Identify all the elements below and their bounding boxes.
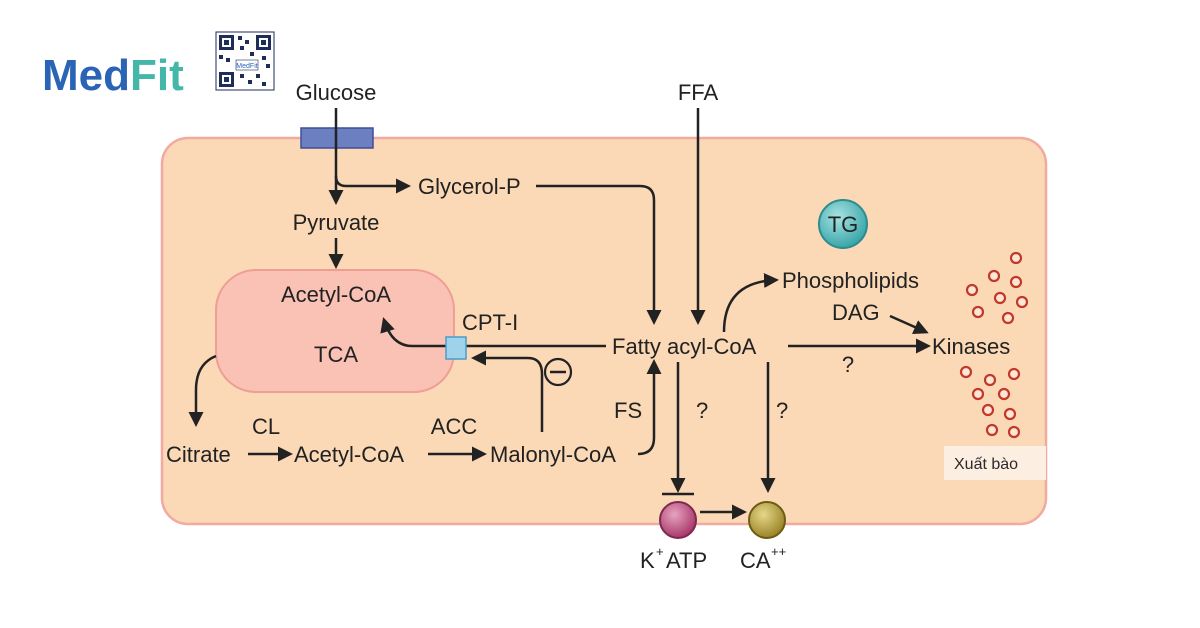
label-katp: K + ATP [640,544,707,573]
arrow-mito-citrate [188,354,217,427]
label-glucose: Glucose [296,80,377,105]
label-fs: FS [614,398,642,423]
calcium-channel [748,501,786,539]
label-katp-k: K [640,548,655,573]
arrow-dag-kinases [889,314,929,334]
arrow-glucose-glycerolp [334,175,411,194]
logo-text-main: Med [42,51,130,100]
cpt-i-transporter [445,336,467,360]
label-dag: DAG [832,300,880,325]
label-malonyl-coa: Malonyl-CoA [490,442,616,467]
label-acetyl-coa: Acetyl-CoA [294,442,404,467]
label-citrate: Citrate [166,442,231,467]
label-acetyl-coa-mito: Acetyl-CoA [281,282,391,307]
arrow-glycerolp-fattyacyl [536,184,662,325]
katp-channel [659,501,697,539]
arrow-fattyacyl-mito [380,317,606,348]
mitochondrion [215,269,455,393]
tg-droplet [818,199,868,249]
qr-code-icon: MedFit [215,31,275,91]
qr-caption: MedFit [236,63,257,70]
label-kinases: Kinases [932,334,1010,359]
label-acc: ACC [431,414,478,439]
arrow-fattyacyl-phospholipids [722,272,779,333]
label-pyruvate: Pyruvate [293,210,380,235]
label-fatty-acyl-coa: Fatty acyl-CoA [612,334,757,359]
label-xuat-bao: Xuất bào [954,456,1018,473]
label-ca-text: CA [740,548,771,573]
medfit-logo: Med Fit MedFit [42,31,275,100]
label-katp-atp: ATP [666,548,707,573]
pathway-arrows [188,108,931,520]
label-ca: CA ++ [740,544,786,573]
label-question-katp: ? [696,398,708,423]
inhibition-icon [543,357,573,387]
secretory-vesicles [959,251,1029,439]
label-ca-plus: ++ [771,544,786,559]
label-phospholipids: Phospholipids [782,268,919,293]
label-ffa: FFA [678,80,719,105]
label-question-kinases: ? [842,352,854,377]
label-tca: TCA [314,342,358,367]
label-cpt-i: CPT-I [462,310,518,335]
exocytosis-label-bg [944,446,1046,480]
label-question-ca: ? [776,398,788,423]
logo-text-accent: Fit [130,51,184,100]
arrow-malonyl-fattyacyl [637,359,662,456]
arrow-malonyl-cpt [471,350,544,432]
label-tg: TG [828,212,859,237]
label-katp-plus: + [656,544,664,559]
label-glycerol-p: Glycerol-P [418,174,521,199]
label-cl: CL [252,414,280,439]
